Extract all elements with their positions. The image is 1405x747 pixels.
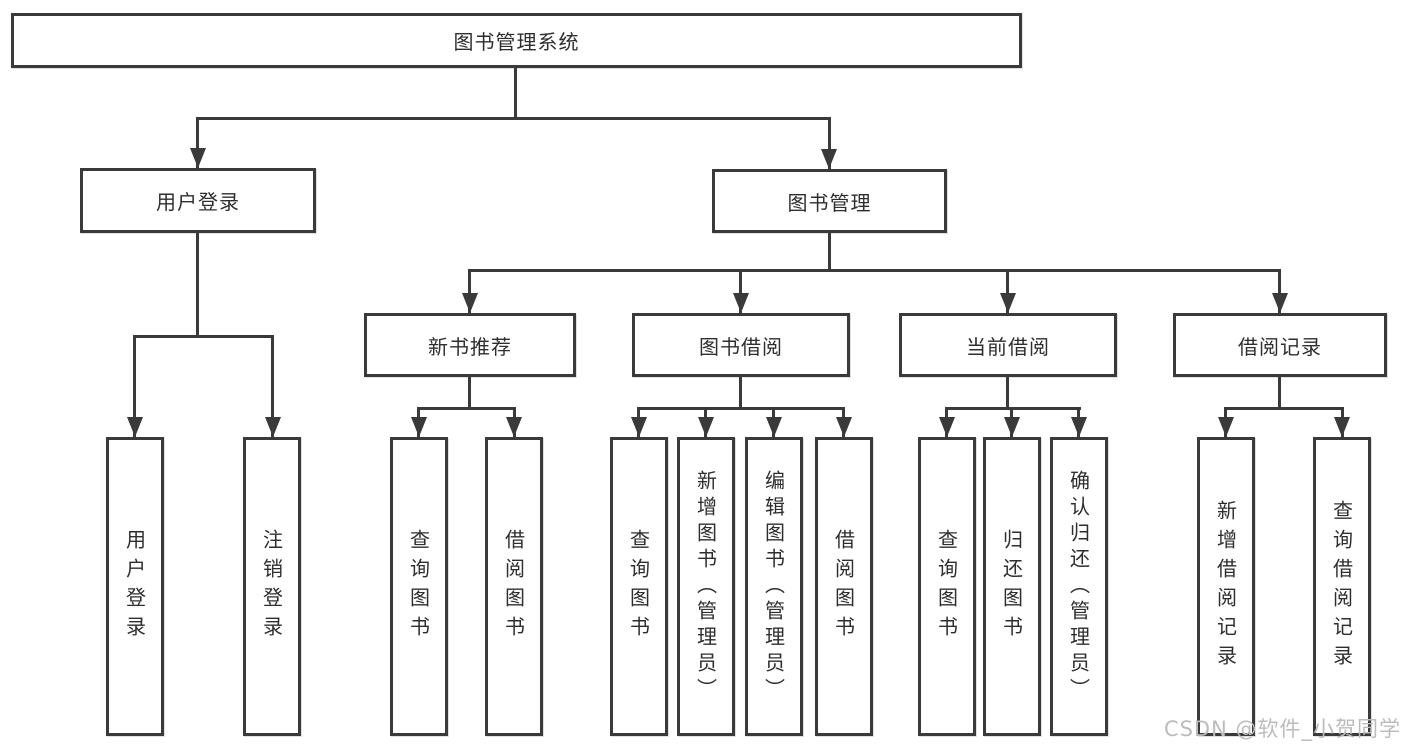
csdn-watermark: CSDN @软件_小贺同学 <box>1163 717 1401 741</box>
connector-line <box>739 269 742 313</box>
connector-line <box>468 269 471 313</box>
connector-line <box>514 68 517 119</box>
node-book-borrowing: 图书借阅 <box>632 313 850 377</box>
leaf-user-login: 用户登录 <box>106 437 164 736</box>
node-label: 图书借阅 <box>699 334 783 359</box>
node-label: 确认归还（管理员） <box>1066 469 1091 704</box>
node-borrowing-records: 借阅记录 <box>1173 313 1387 377</box>
arrow-down-icon <box>1334 417 1350 437</box>
arrow-down-icon <box>1218 417 1234 437</box>
arrow-down-icon <box>733 293 749 313</box>
node-label: 查询图书 <box>406 528 431 645</box>
connector-line <box>196 233 199 338</box>
node-new-book-recommendation: 新书推荐 <box>364 313 576 377</box>
arrow-down-icon <box>821 149 837 169</box>
node-label: 图书管理 <box>787 190 872 215</box>
leaf-edit-books-admin: 编辑图书（管理员） <box>745 437 803 736</box>
leaf-query-borrow-record: 查询借阅记录 <box>1313 437 1371 736</box>
connector-line <box>828 233 831 272</box>
connector-line <box>468 377 471 410</box>
leaf-confirm-return-admin: 确认归还（管理员） <box>1050 437 1108 736</box>
arrow-down-icon <box>411 417 427 437</box>
node-label: 借阅图书 <box>501 528 526 645</box>
arrow-down-icon <box>836 417 852 437</box>
connector-line <box>1278 269 1281 313</box>
arrow-down-icon <box>1272 293 1288 313</box>
arrow-down-icon <box>265 417 281 437</box>
connector-line <box>828 117 831 169</box>
leaf-return-books: 归还图书 <box>983 437 1041 736</box>
node-label: 归还图书 <box>999 528 1024 645</box>
arrow-down-icon <box>631 417 647 437</box>
node-label: 编辑图书（管理员） <box>761 469 786 704</box>
node-book-management-branch: 图书管理 <box>712 169 947 233</box>
node-label: 注销登录 <box>259 528 284 645</box>
arrow-down-icon <box>1071 417 1087 437</box>
leaf-query-books-1: 查询图书 <box>390 437 448 736</box>
connector-line <box>1006 269 1009 313</box>
connector-line <box>1224 407 1344 410</box>
node-label: 借阅图书 <box>831 528 856 645</box>
arrow-down-icon <box>1004 417 1020 437</box>
connector-line <box>133 335 274 338</box>
connector-line <box>133 335 136 437</box>
node-label: 当前借阅 <box>966 334 1050 359</box>
node-label: 新增图书（管理员） <box>693 469 718 704</box>
arrow-down-icon <box>698 417 714 437</box>
leaf-query-books-2: 查询图书 <box>610 437 668 736</box>
connector-line <box>1006 377 1009 410</box>
arrow-down-icon <box>190 148 206 168</box>
node-label: 用户登录 <box>122 528 147 645</box>
node-library-management-system: 图书管理系统 <box>11 13 1022 68</box>
connector-line <box>739 377 742 410</box>
leaf-logout: 注销登录 <box>243 437 301 736</box>
leaf-borrow-books-1: 借阅图书 <box>485 437 543 736</box>
node-label: 新书推荐 <box>428 334 512 359</box>
connector-line <box>468 269 1281 272</box>
connector-line <box>196 117 831 120</box>
node-label: 新增借阅记录 <box>1213 499 1238 674</box>
arrow-down-icon <box>506 417 522 437</box>
arrow-down-icon <box>939 417 955 437</box>
connector-line <box>417 407 516 410</box>
leaf-borrow-books-2: 借阅图书 <box>815 437 873 736</box>
leaf-add-borrow-record: 新增借阅记录 <box>1197 437 1255 736</box>
leaf-query-books-3: 查询图书 <box>918 437 976 736</box>
node-label: 查询图书 <box>626 528 651 645</box>
node-label: 用户登录 <box>156 190 240 214</box>
arrow-down-icon <box>127 417 143 437</box>
connector-line <box>1278 377 1281 410</box>
connector-line <box>271 335 274 437</box>
leaf-add-books-admin: 新增图书（管理员） <box>677 437 735 736</box>
arrow-down-icon <box>462 293 478 313</box>
connector-line <box>196 117 199 168</box>
node-user-login-branch: 用户登录 <box>80 168 316 233</box>
arrow-down-icon <box>766 417 782 437</box>
node-label: 查询图书 <box>934 528 959 645</box>
connector-line <box>945 407 1081 410</box>
arrow-down-icon <box>1000 293 1016 313</box>
node-current-borrowing: 当前借阅 <box>899 313 1117 377</box>
node-label: 图书管理系统 <box>453 30 580 54</box>
node-label: 查询借阅记录 <box>1329 499 1354 674</box>
connector-line <box>637 407 845 410</box>
node-label: 借阅记录 <box>1238 334 1322 359</box>
